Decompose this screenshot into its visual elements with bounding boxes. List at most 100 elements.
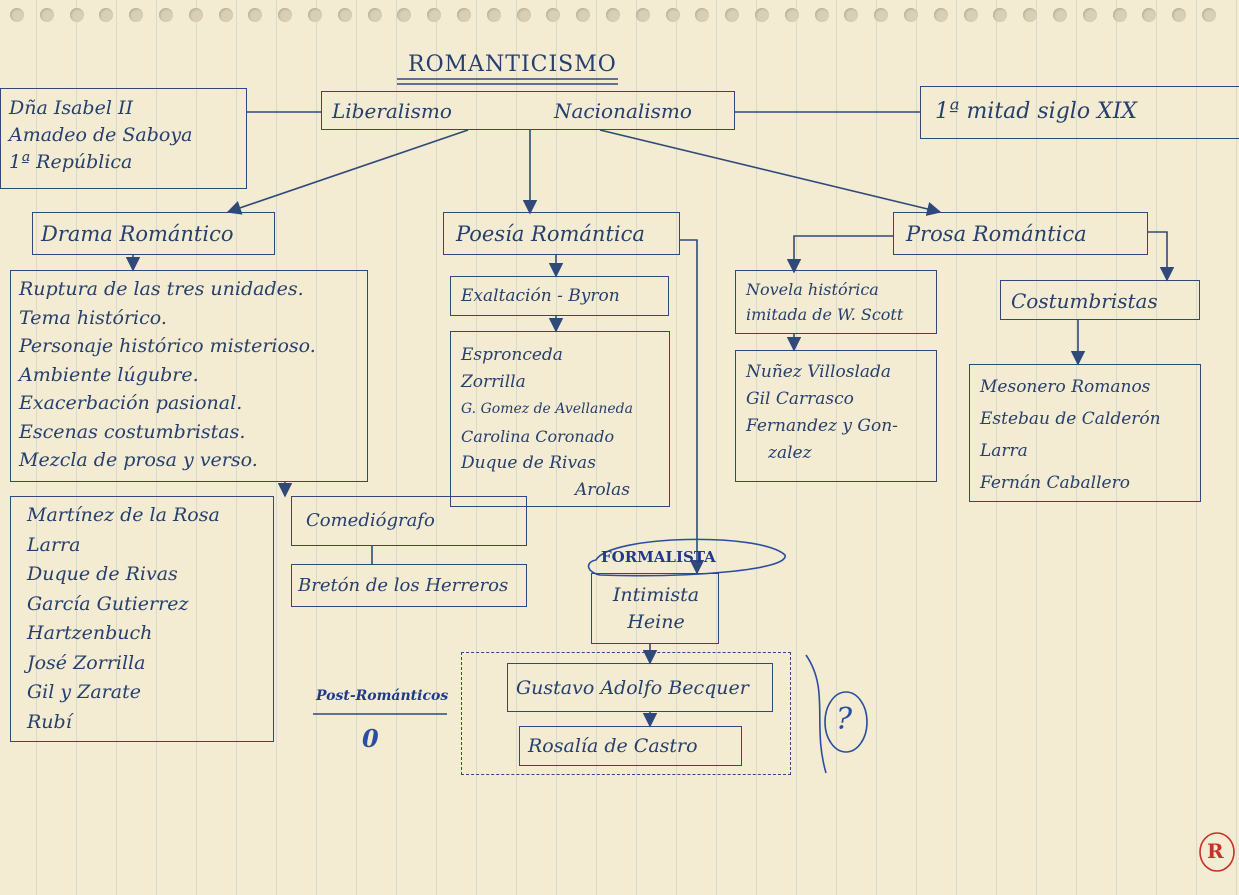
spiral-hole [933,8,948,22]
costumbristas-box: Costumbristas [1000,280,1200,320]
heine-label: Heine [627,611,685,633]
post-romanticos-group [461,652,791,775]
spiral-hole [308,8,322,22]
comedy-title: Comediógrafo [306,510,435,531]
spiral-hole [755,8,769,22]
spiral-hole [725,8,740,22]
spiral-hole [99,8,114,22]
period-box: 1ª mitad siglo XIX [920,86,1239,139]
costumbristas-title: Costumbristas [1011,289,1158,313]
spiral-hole [993,8,1008,22]
liberalismo-label: Liberalismo [332,99,452,123]
costumbrista-author: Fernán Caballero [980,473,1130,493]
poesia-author: Duque de Rivas [461,453,596,473]
page-title: ROMANTICISMO [408,52,617,77]
period-label: 1ª mitad siglo XIX [935,99,1138,124]
drama-author: Duque de Rivas [27,563,178,585]
spiral-hole [188,8,203,22]
byron-box: Exaltación - Byron [450,276,669,316]
spiral-hole [1202,8,1216,22]
post-romanticos-mark: 0 [362,724,379,753]
spiral-hole [427,8,442,22]
spiral-hole [457,8,471,22]
spiral-hole [248,8,263,22]
spiral-hole [963,8,978,22]
intimista-label: Intimista [612,584,700,606]
drama-author: Gil y Zarate [27,681,141,703]
novela-label: imitada de W. Scott [746,305,904,324]
spiral-hole [1082,8,1097,22]
spiral-hole [397,8,412,22]
poesia-author: Arolas [575,480,630,500]
costumbrista-author: Estebau de Calderón [980,409,1161,429]
spiral-hole [606,8,620,22]
poesia-title-box: Poesía Romántica [443,212,680,255]
becquer-label: Gustavo Adolfo Becquer [516,677,749,699]
poesia-authors-box: Espronceda Zorrilla G. Gomez de Avellane… [450,331,670,507]
drama-feature: Mezcla de prosa y verso. [19,449,258,471]
drama-title-box: Drama Romántico [32,212,275,255]
spiral-hole [844,8,859,22]
novela-author: Fernandez y Gon- [746,416,898,436]
poesia-author: Zorrilla [461,372,526,392]
drama-feature: Tema histórico. [19,306,167,329]
intimista-box: Intimista Heine [591,573,719,644]
breton-author: Bretón de los Herreros [298,575,509,596]
drama-author: Hartzenbuch [27,622,153,644]
poesia-title: Poesía Romántica [456,222,645,246]
drama-author: Larra [27,533,81,556]
novela-box: Novela histórica imitada de W. Scott [735,270,937,334]
spiral-hole [69,8,84,22]
poesia-author: G. Gomez de Avellaneda [461,401,633,417]
spiral-hole [904,8,918,22]
spiral-hole [874,8,889,22]
question-mark: ? [836,702,853,737]
reign-box: Dña Isabel II Amadeo de Saboya 1ª Repúbl… [0,88,247,189]
drama-feature: Escenas costumbristas. [19,420,246,443]
reign-line: Dña Isabel II [9,97,133,119]
ideology-box: Liberalismo Nacionalismo [321,91,735,130]
spiral-hole [635,8,650,22]
spiral-hole [486,8,501,22]
spiral-hole [1023,8,1038,22]
spiral-hole [814,8,829,22]
drama-feature: Exacerbación pasional. [19,392,243,414]
drama-feature: Personaje histórico misterioso. [19,335,316,357]
drama-feature: Ruptura de las tres unidades. [19,278,304,300]
reign-line: Amadeo de Saboya [9,124,193,146]
spiral-hole [695,8,710,22]
spiral-hole [367,8,382,22]
drama-feature: Ambiente lúgubre. [19,363,199,386]
novela-author: Nuñez Villoslada [746,362,892,382]
drama-features-box: Ruptura de las tres unidades. Tema histó… [10,270,368,482]
spiral-hole [337,8,352,22]
breton-box: Bretón de los Herreros [291,564,527,607]
prosa-title: Prosa Romántica [906,222,1087,246]
drama-authors-box: Martínez de la Rosa Larra Duque de Rivas… [10,496,274,742]
spiral-hole [218,8,233,22]
formalista-label: FORMALISTA [601,548,716,566]
prosa-title-box: Prosa Romántica [893,212,1148,255]
spiral-hole [159,8,173,22]
spiral-hole [516,8,531,22]
post-romanticos-label: Post-Románticos [316,688,449,704]
spiral-hole [39,8,54,22]
novela-author: zalez [768,443,812,463]
drama-title: Drama Romántico [41,222,234,246]
nacionalismo-label: Nacionalismo [554,99,692,123]
comedy-box: Comediógrafo [291,496,527,546]
spiral-hole [1142,8,1157,22]
spiral-hole [576,8,591,22]
costumbrista-author: Mesonero Romanos [980,377,1151,397]
reign-line: 1ª República [9,151,133,173]
spiral-hole [1112,8,1127,22]
costumbristas-authors-box: Mesonero Romanos Estebau de Calderón Lar… [969,364,1201,502]
spiral-hole [1172,8,1187,22]
spiral-hole [665,8,680,22]
spiral-hole [278,8,293,22]
poesia-author: Espronceda [461,345,563,365]
corner-mark: R [1207,839,1224,863]
drama-author: García Gutierrez [27,592,189,615]
